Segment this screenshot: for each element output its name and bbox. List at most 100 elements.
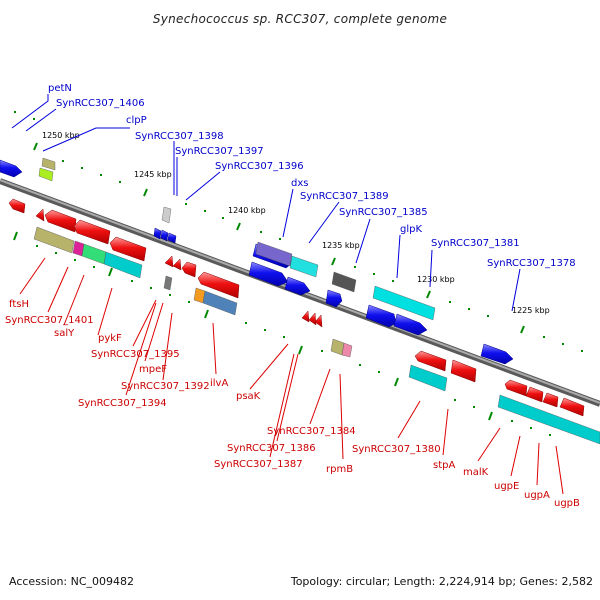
minor-tick — [473, 406, 475, 408]
forward-labels: petN SynRCC307_1406 clpP SynRCC307_1398 … — [48, 83, 576, 269]
major-tick — [426, 290, 431, 299]
connector-synrcc307-1395 — [132, 299, 157, 347]
reverse-gene-mpeF[interactable] — [172, 258, 182, 271]
label-synrcc307-1406[interactable]: SynRCC307_1406 — [56, 98, 145, 109]
minor-tick — [373, 273, 375, 275]
cog-block-gray-1395 — [163, 275, 173, 291]
label-salY[interactable]: salY — [54, 328, 75, 339]
reverse-gene-SynRCC307_1392[interactable] — [181, 261, 197, 278]
minor-tick — [81, 167, 83, 169]
reverse-gene-ugpB[interactable] — [559, 397, 585, 417]
connector-glpK — [396, 234, 401, 279]
minor-tick — [543, 336, 545, 338]
forward-gene-synrcc307-1378[interactable] — [480, 343, 514, 365]
reverse-gene-SynRCC307_1401[interactable] — [35, 208, 45, 222]
forward-gene-glpK[interactable] — [365, 304, 397, 328]
label-synrcc307-1380[interactable]: SynRCC307_1380 — [352, 444, 441, 455]
label-synrcc307-1398[interactable]: SynRCC307_1398 — [135, 131, 224, 142]
label-synrcc307-1392[interactable]: SynRCC307_1392 — [121, 381, 210, 392]
label-glpK[interactable]: glpK — [400, 224, 422, 235]
reverse-gene-psaK-2[interactable] — [308, 312, 317, 326]
minor-tick — [222, 217, 224, 219]
label-synrcc307-1394[interactable]: SynRCC307_1394 — [78, 398, 167, 409]
label-synrcc307-1397[interactable]: SynRCC307_1397 — [175, 146, 264, 157]
reverse-gene-ugpA[interactable] — [542, 392, 559, 408]
major-tick — [33, 142, 38, 151]
connector-mpeF — [144, 302, 164, 362]
scale-label-1235: 1235 kbp — [322, 241, 360, 250]
connector-synrcc307-1406 — [25, 108, 57, 132]
label-synrcc307-1378[interactable]: SynRCC307_1378 — [487, 258, 576, 269]
label-synrcc307-1387[interactable]: SynRCC307_1387 — [214, 459, 303, 470]
reverse-gene-malK[interactable] — [504, 379, 528, 397]
reverse-gene-SynRCC307_1395[interactable] — [164, 255, 174, 268]
minor-tick — [449, 301, 451, 303]
label-synrcc307-1386[interactable]: SynRCC307_1386 — [227, 443, 316, 454]
connector-synrcc307-1387 — [269, 353, 295, 458]
cog-block-pink-rpmb — [341, 342, 353, 358]
label-ugpB[interactable]: ugpB — [554, 498, 580, 509]
forward-gene-synrcc307-1396[interactable] — [167, 232, 177, 244]
minor-tick — [264, 329, 266, 331]
label-stpA[interactable]: stpA — [433, 460, 455, 471]
connector-synrcc307-1381 — [429, 249, 433, 288]
reverse-gene-SynRCC307_1380[interactable] — [450, 359, 477, 383]
label-rpmB[interactable]: rpmB — [326, 464, 353, 475]
label-ugpE[interactable]: ugpE — [494, 481, 519, 492]
label-malK[interactable]: malK — [463, 467, 489, 478]
label-synrcc307-1384[interactable]: SynRCC307_1384 — [267, 426, 356, 437]
connector-salY — [63, 274, 85, 326]
connector-synrcc307-1396 — [185, 171, 221, 201]
cog-block-petN — [41, 157, 56, 171]
forward-gene-synrcc307-1397[interactable] — [160, 229, 169, 242]
label-pykF[interactable]: pykF — [98, 333, 122, 344]
reverse-gene-psaK-3[interactable] — [314, 314, 323, 328]
minor-tick — [185, 203, 187, 205]
reverse-genes — [8, 198, 585, 417]
connector-ugpA — [536, 442, 540, 486]
reverse-gene-psaK[interactable] — [301, 310, 310, 323]
label-ilvA[interactable]: ilvA — [210, 378, 228, 389]
reverse-gene-pykF[interactable] — [73, 219, 111, 245]
label-synrcc307-1381[interactable]: SynRCC307_1381 — [431, 238, 520, 249]
label-psaK[interactable]: psaK — [236, 391, 261, 402]
minor-tick — [530, 427, 532, 429]
reverse-gene-ilvA[interactable] — [197, 271, 240, 299]
forward-gene-synrcc307-1389[interactable] — [248, 261, 289, 287]
label-synrcc307-1396[interactable]: SynRCC307_1396 — [215, 161, 304, 172]
label-synrcc307-1401[interactable]: SynRCC307_1401 — [5, 315, 94, 326]
label-synrcc307-1389[interactable]: SynRCC307_1389 — [300, 191, 389, 202]
label-ugpA[interactable]: ugpA — [524, 490, 550, 501]
label-synrcc307-1395[interactable]: SynRCC307_1395 — [91, 349, 180, 360]
label-petN[interactable]: petN — [48, 83, 72, 94]
forward-gene-synrcc307-1385[interactable] — [325, 289, 343, 308]
scale-ticks — [13, 142, 525, 421]
forward-gene-synrcc307-1389b[interactable] — [284, 276, 311, 296]
connector-ugpE — [510, 435, 521, 477]
major-tick — [488, 411, 493, 421]
reverse-gene-ftsH[interactable] — [8, 198, 26, 214]
label-ftsH[interactable]: ftsH — [9, 299, 29, 310]
label-mpeF[interactable]: mpeF — [139, 364, 167, 375]
reverse-gene-salY[interactable] — [44, 209, 77, 233]
reverse-gene-stpA[interactable] — [414, 350, 447, 372]
label-clpP[interactable]: clpP — [126, 115, 147, 126]
connector-synrcc307-1389 — [308, 201, 340, 244]
forward-gene-synrcc307-1398[interactable] — [153, 227, 162, 240]
minor-tick — [511, 420, 513, 422]
reverse-gene-pykF-2[interactable] — [109, 236, 147, 262]
forward-gene-synrcc307-1381[interactable] — [393, 313, 428, 336]
label-synrcc307-1385[interactable]: SynRCC307_1385 — [339, 207, 428, 218]
minor-tick — [33, 118, 35, 120]
forward-connectors — [11, 94, 521, 312]
minor-tick — [150, 287, 152, 289]
minor-tick — [392, 280, 394, 282]
minor-tick — [14, 111, 16, 113]
minor-tick — [131, 280, 133, 282]
connector-rpmB — [339, 373, 344, 460]
label-dxs[interactable]: dxs — [291, 178, 308, 189]
reverse-gene-ugpE[interactable] — [525, 386, 544, 403]
forward-gene-petN[interactable] — [0, 159, 23, 178]
scale-label-1240: 1240 kbp — [228, 206, 266, 215]
major-tick — [298, 345, 303, 355]
